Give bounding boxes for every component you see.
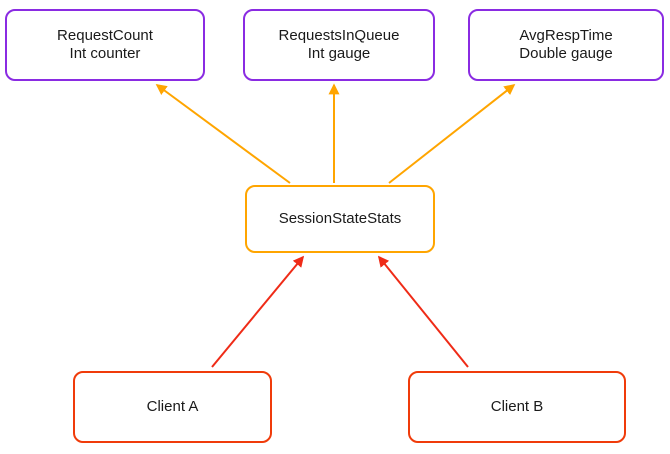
node-title: Client B (490, 398, 544, 415)
node-client-b[interactable]: Client B (408, 371, 626, 443)
node-title: AvgRespTime (519, 27, 613, 44)
node-subtitle: Int counter (69, 45, 141, 62)
edge-client-a-to-stats-arrow-icon (211, 255, 305, 368)
node-title: RequestCount (57, 27, 153, 44)
node-title: SessionStateStats (278, 210, 402, 227)
node-client-a[interactable]: Client A (73, 371, 272, 443)
node-title: RequestsInQueue (278, 27, 400, 44)
node-subtitle: Int gauge (307, 45, 371, 62)
edge-stats-to-request-count-arrow-icon (155, 84, 291, 184)
edge-stats-to-avg-resp-time-arrow-icon (388, 83, 516, 184)
node-session-state-stats[interactable]: SessionStateStats (245, 185, 435, 253)
node-title: Client A (146, 398, 199, 415)
node-subtitle: Double gauge (519, 45, 613, 62)
edge-client-b-to-stats-arrow-icon (377, 255, 469, 368)
